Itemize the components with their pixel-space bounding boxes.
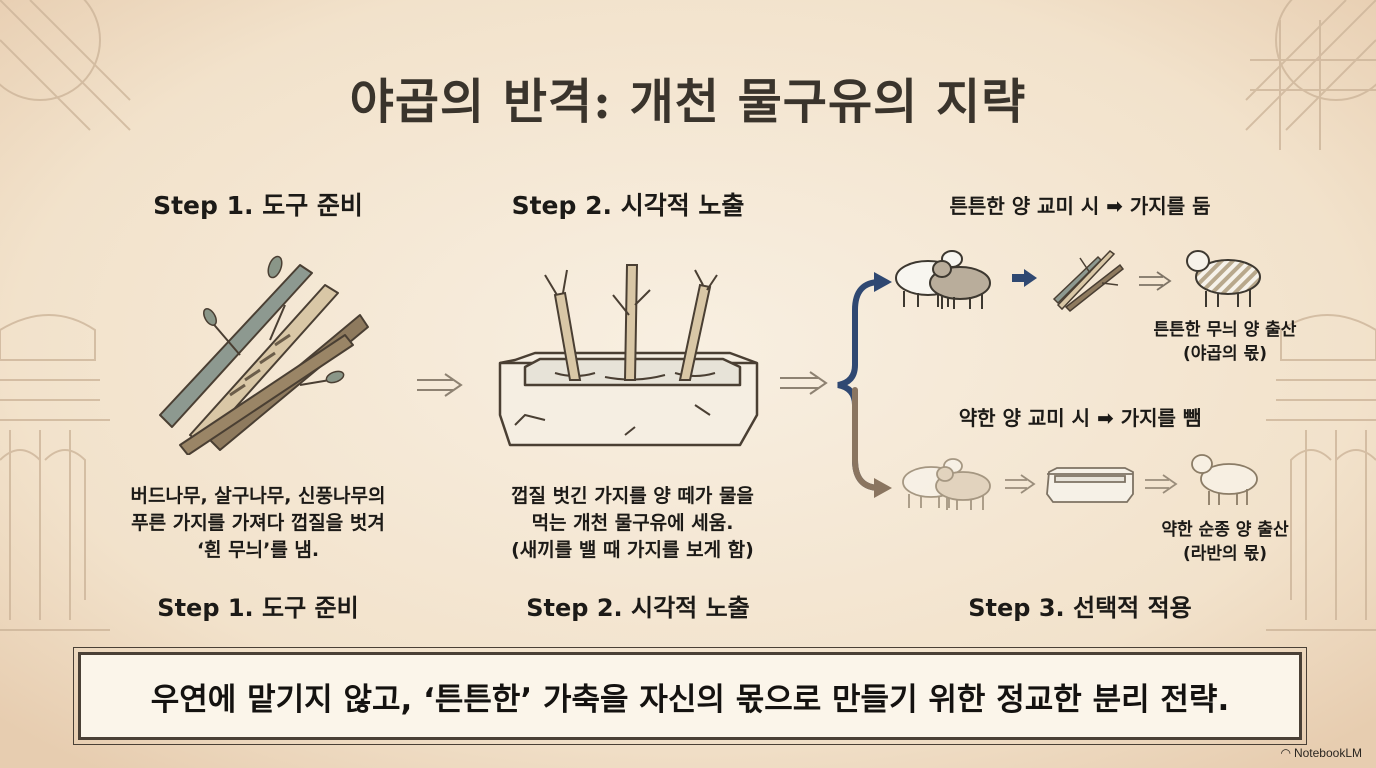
- branching-brace-icon: [837, 272, 892, 498]
- strong-sheep-pair-icon: [895, 250, 991, 309]
- step1-desc-line2: 푸른 가지를 가져다 껍질을 벗겨: [131, 512, 385, 534]
- weak-sheep-pair-icon: [902, 458, 991, 510]
- left-architecture-decoration: [0, 0, 131, 631]
- step3-strong-header: 튼튼한 양 교미 시 ➡ 가지를 둠: [949, 194, 1211, 218]
- right-architecture-decoration: [1245, 0, 1376, 631]
- step1-header: Step 1. 도구 준비: [153, 191, 363, 220]
- page-title: 야곱의 반격: 개천 물구유의 지략: [349, 74, 1027, 130]
- conclusion-text: 우연에 맡기지 않고, ‘튼튼한’ 가축을 자신의 몫으로 만들기 위한 정교한…: [150, 681, 1230, 718]
- step1-desc-line1: 버드나무, 살구나무, 신풍나무의: [130, 485, 386, 507]
- step3-weak-header: 약한 양 교미 시 ➡ 가지를 뺌: [958, 406, 1202, 430]
- peeled-branches-icon: [159, 255, 369, 455]
- water-trough-icon: [498, 264, 759, 447]
- strong-branches-icon: [1052, 250, 1125, 313]
- notebooklm-logo-icon: ◠: [1280, 746, 1291, 760]
- weak-result-line2: (라반의 몫): [1182, 544, 1268, 564]
- step1-footer: Step 1. 도구 준비: [157, 594, 359, 622]
- strong-result-line2: (야곱의 몫): [1182, 344, 1268, 364]
- striped-sheep-icon: [1186, 250, 1261, 307]
- step2-footer: Step 2. 시각적 노출: [526, 594, 750, 622]
- step2-desc-line1: 껍질 벗긴 가지를 양 떼가 물을: [511, 485, 754, 507]
- step1-desc-line3: ‘흰 무늬’를 냄.: [196, 539, 320, 561]
- weak-arrow-2-icon: [1145, 474, 1178, 494]
- step2-desc-line2: 먹는 개천 물구유에 세움.: [531, 512, 734, 534]
- step3-footer: Step 3. 선택적 적용: [968, 594, 1192, 622]
- conclusion-banner: 우연에 맡기지 않고, ‘튼튼한’ 가축을 자신의 몫으로 만들기 위한 정교한…: [73, 647, 1307, 745]
- step2-header: Step 2. 시각적 노출: [511, 191, 745, 220]
- weak-result-line1: 약한 순종 양 출산: [1161, 520, 1289, 540]
- brand-label: NotebookLM: [1293, 746, 1362, 760]
- weak-arrow-1-icon: [1005, 474, 1036, 494]
- strong-result-line1: 튼튼한 무늬 양 출산: [1153, 320, 1297, 340]
- plain-sheep-icon: [1191, 454, 1258, 505]
- brand-watermark: ◠NotebookLM: [1280, 746, 1362, 760]
- step2-desc-line3: (새끼를 밸 때 가지를 보게 함): [511, 539, 754, 561]
- step2-to-step3-arrow-icon: [780, 371, 828, 395]
- empty-trough-icon: [1046, 467, 1134, 503]
- strong-arrow-1-icon: [1012, 269, 1037, 287]
- step1-to-step2-arrow-icon: [417, 373, 463, 397]
- strong-arrow-2-icon: [1139, 271, 1172, 291]
